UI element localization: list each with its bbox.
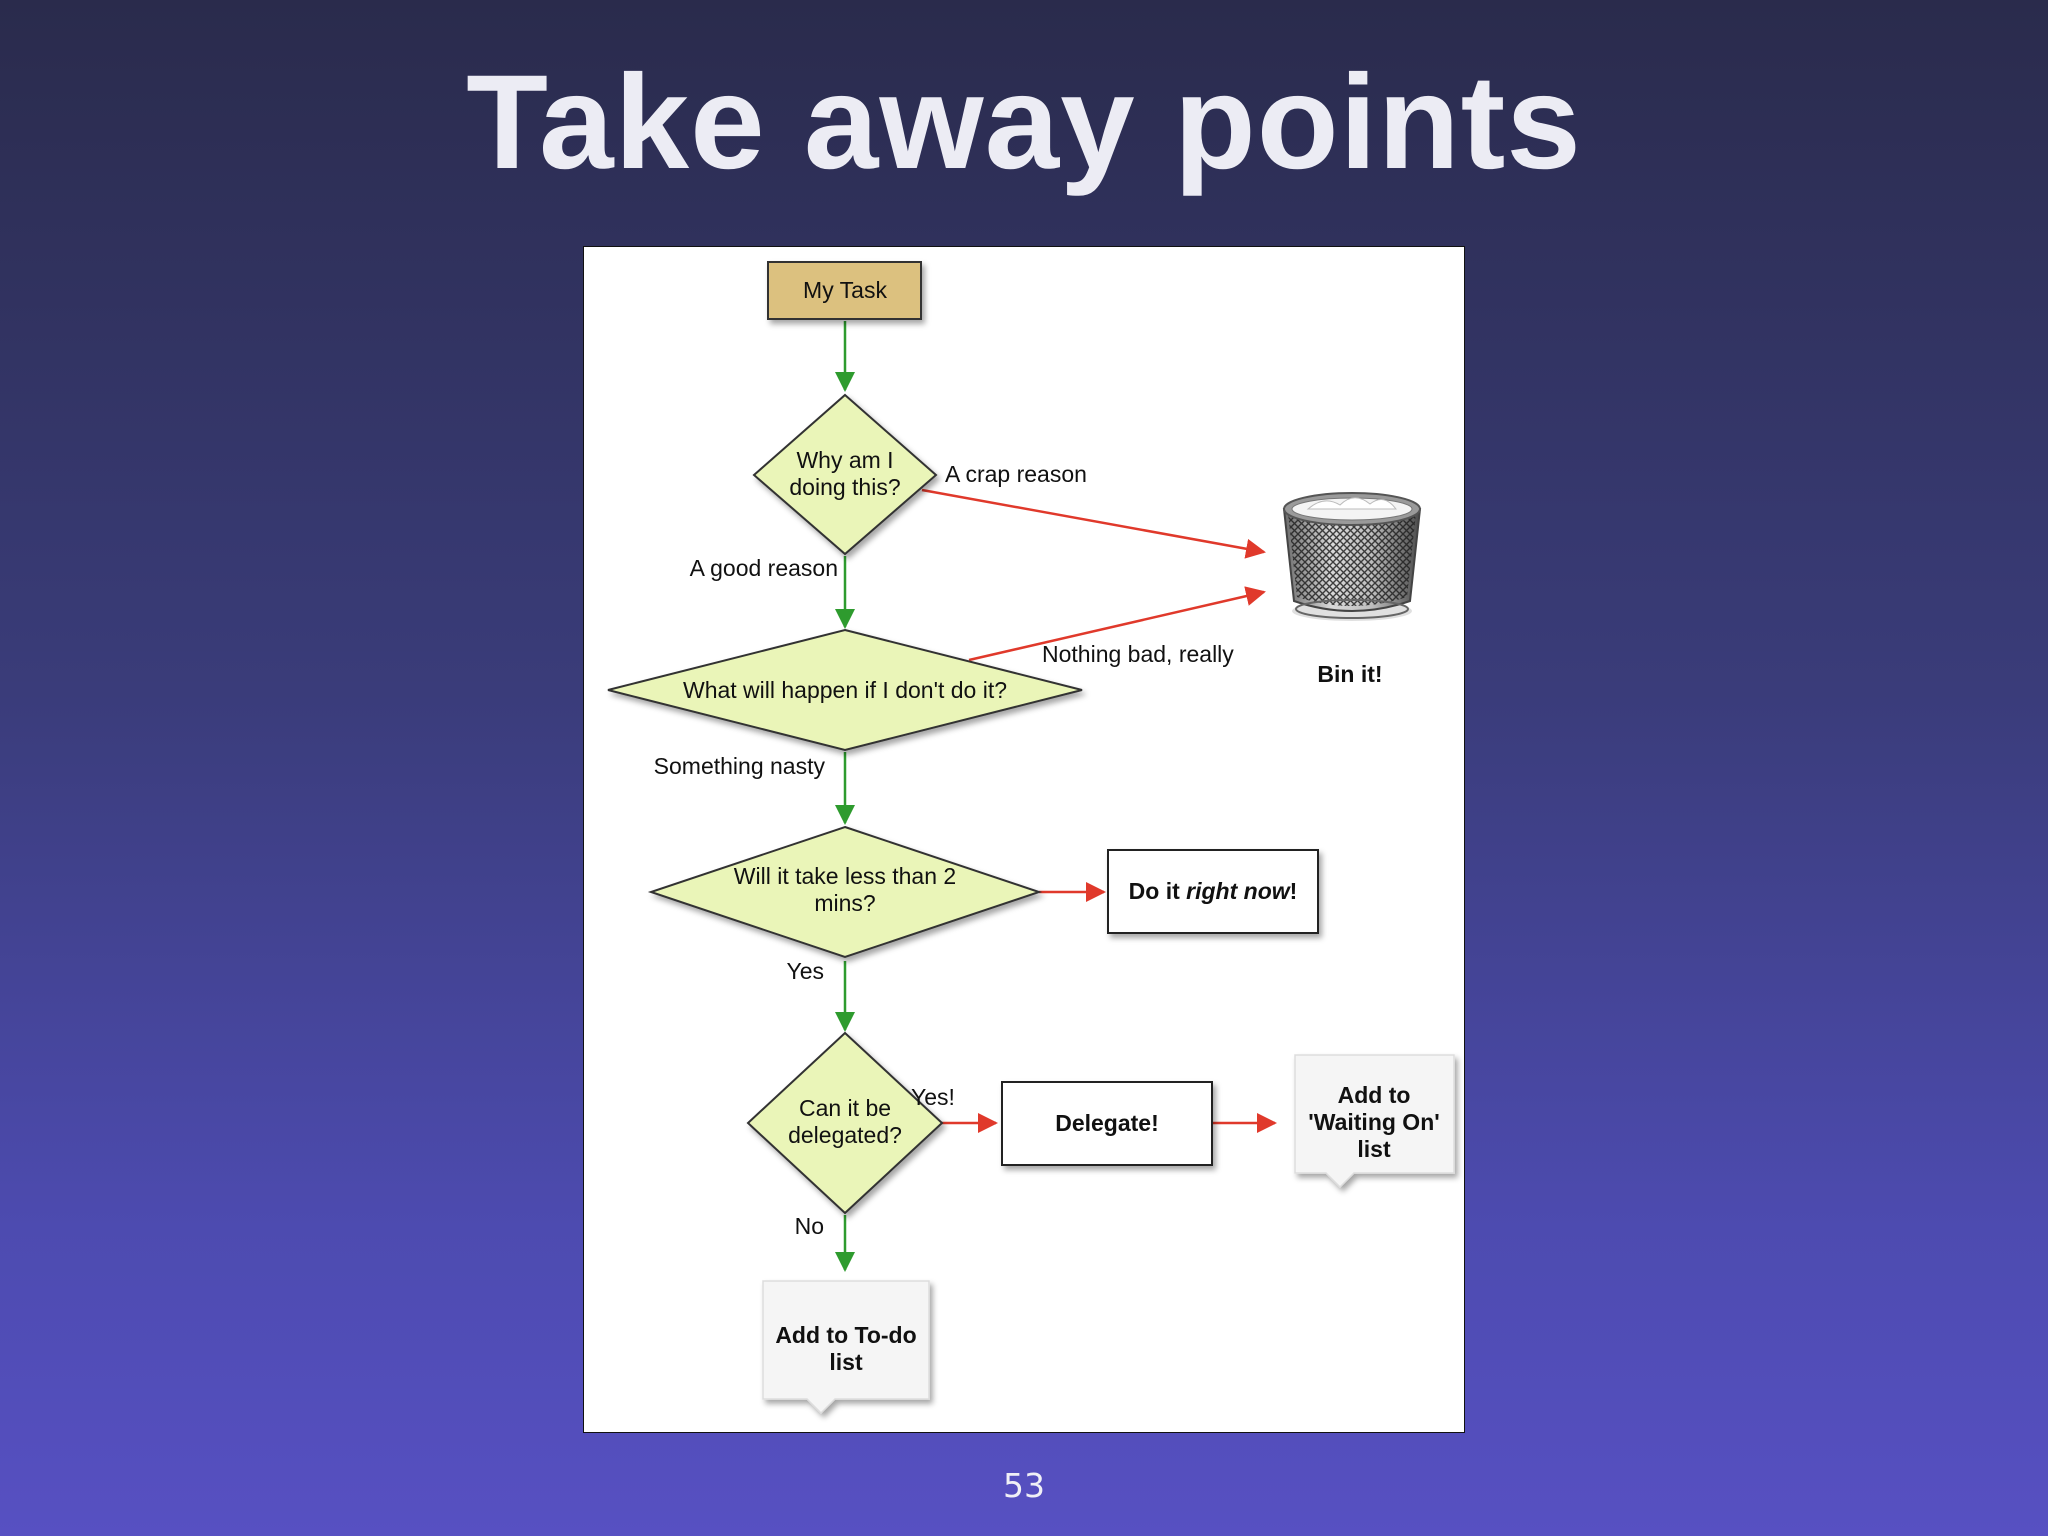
waiting-on-line2: 'Waiting On' <box>1308 1109 1439 1135</box>
decision-two-minutes-line1: Will it take less than 2 <box>734 863 956 889</box>
start-box <box>767 261 922 320</box>
label-crap-reason: A crap reason <box>945 461 1087 487</box>
waiting-on-note <box>1294 1054 1455 1189</box>
label-something-nasty: Something nasty <box>654 753 826 779</box>
decision-consequence-diamond <box>607 628 1083 752</box>
slide-title: Take away points <box>466 48 1582 197</box>
start-box-label: My Task <box>803 277 887 303</box>
label-good-reason: A good reason <box>690 555 838 581</box>
flowchart-figure: My Task Why am I doing this? A crap reas… <box>583 246 1465 1433</box>
label-yes-delegate: Yes! <box>911 1084 955 1110</box>
trash-can-icon <box>1282 492 1422 621</box>
todo-line2: list <box>829 1349 863 1375</box>
decision-consequence-label: What will happen if I don't do it? <box>683 677 1007 703</box>
waiting-on-line3: list <box>1357 1136 1391 1162</box>
decision-delegate-diamond <box>746 1031 944 1215</box>
arrow-q2-to-bin <box>968 586 1266 662</box>
arrow-q1-to-bin <box>921 488 1266 559</box>
do-it-now-label: Do it right now! <box>1129 878 1298 904</box>
decision-why-line1: Why am I <box>796 447 893 473</box>
delegate-box <box>1001 1081 1213 1166</box>
decision-delegate-line1: Can it be <box>799 1095 891 1121</box>
decision-why-line2: doing this? <box>789 474 900 500</box>
label-yes-two-minutes: Yes <box>786 958 824 984</box>
label-nothing-bad: Nothing bad, really <box>1042 641 1234 667</box>
waiting-on-line1: Add to <box>1338 1082 1411 1108</box>
delegate-label: Delegate! <box>1055 1110 1159 1136</box>
decision-two-minutes-diamond <box>647 825 1043 959</box>
decision-why-diamond <box>752 393 938 556</box>
decision-two-minutes-line2: mins? <box>814 890 875 916</box>
decision-delegate-line2: delegated? <box>788 1122 902 1148</box>
bin-label: Bin it! <box>1317 661 1382 687</box>
todo-note <box>762 1280 930 1415</box>
todo-line1: Add to To-do <box>775 1322 916 1348</box>
page-number: 53 <box>1003 1466 1045 1505</box>
label-no-delegate: No <box>795 1213 824 1239</box>
do-it-now-box <box>1107 849 1319 934</box>
flowchart-diagram: My Task Why am I doing this? A crap reas… <box>607 261 1455 1415</box>
